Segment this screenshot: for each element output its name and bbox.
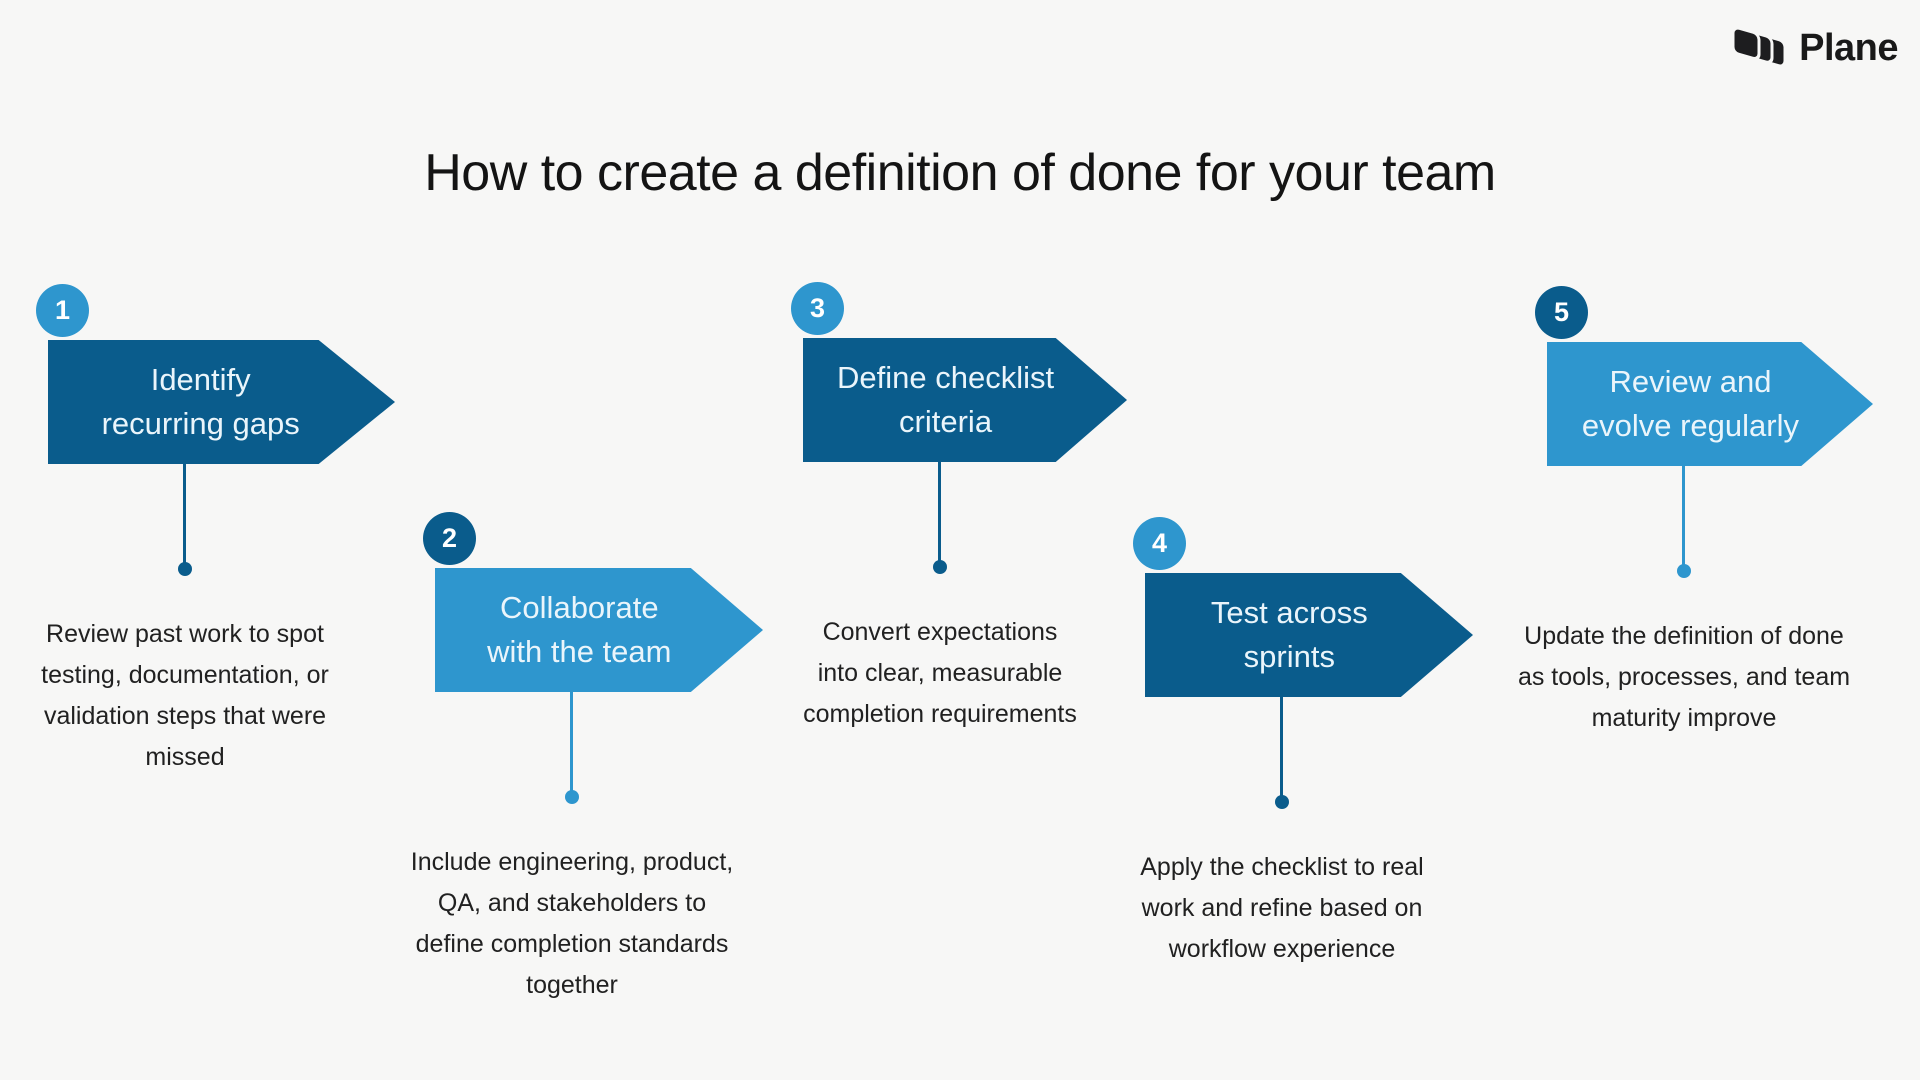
step-2-arrow: Collaborate with the team [435, 568, 763, 692]
step-1-connector-dot [178, 562, 192, 576]
step-1-description: Review past work to spot testing, docume… [41, 620, 329, 771]
step-5-connector-line [1682, 466, 1685, 565]
step-2-label: Collaborate with the team [487, 589, 672, 669]
step-4-arrow: Test across sprints [1145, 573, 1473, 697]
plane-logo-icon [1731, 26, 1787, 68]
step-2-description: Include engineering, product, QA, and st… [410, 848, 734, 999]
step-1-number-badge: 1 [36, 284, 89, 337]
plane-logo-text: Plane [1799, 26, 1898, 69]
plane-logo: Plane [1731, 24, 1898, 72]
step-2-number-badge: 2 [423, 512, 476, 565]
step-5-connector-dot [1677, 564, 1691, 578]
step-3-connector-dot [933, 560, 947, 574]
step-3-number-badge: 3 [791, 282, 844, 335]
step-1-label: Identify recurring gaps [101, 361, 300, 441]
step-3-description: Convert expectations into clear, measura… [803, 618, 1077, 728]
step-4-number-badge: 4 [1133, 517, 1186, 570]
step-5-label: Review and evolve regularly [1581, 363, 1799, 443]
step-2-connector-line [570, 692, 573, 791]
step-4-label: Test across sprints [1210, 594, 1368, 674]
step-3-arrow: Define checklist criteria [803, 338, 1127, 462]
page-title: How to create a definition of done for y… [424, 144, 1496, 202]
step-1-connector-line [183, 464, 186, 563]
step-4-description: Apply the checklist to real work and ref… [1140, 853, 1424, 963]
step-4-connector-dot [1275, 795, 1289, 809]
step-1-arrow: Identify recurring gaps [48, 340, 395, 464]
step-2-connector-dot [565, 790, 579, 804]
step-3-connector-line [938, 462, 941, 561]
step-5-number-badge: 5 [1535, 286, 1588, 339]
step-5-arrow: Review and evolve regularly [1547, 342, 1873, 466]
step-3-label: Define checklist criteria [837, 359, 1055, 439]
step-4-connector-line [1280, 697, 1283, 796]
step-5-description: Update the definition of done as tools, … [1517, 622, 1851, 732]
